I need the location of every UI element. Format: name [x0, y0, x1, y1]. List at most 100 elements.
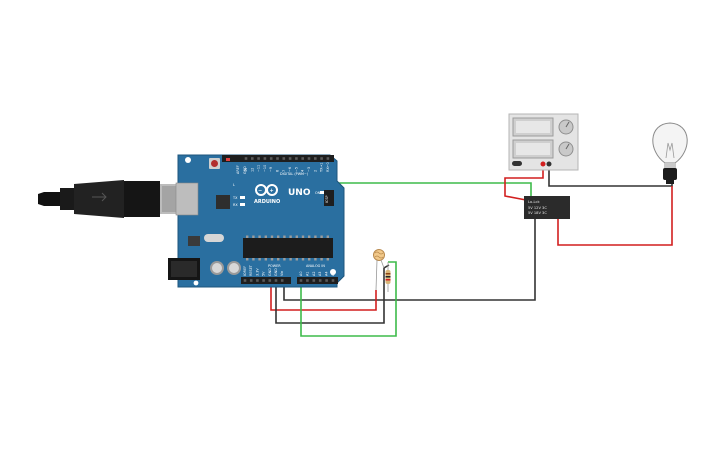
- header-pin[interactable]: [263, 157, 267, 160]
- digital-header[interactable]: [222, 155, 334, 162]
- pin-label: GND: [268, 268, 272, 276]
- wire-black-relay-to-gnd[interactable]: [283, 215, 536, 301]
- pin-label: RESET: [249, 264, 253, 276]
- supply-knob-current[interactable]: [558, 141, 574, 157]
- relay-line1: Lo-Lck: [528, 200, 540, 204]
- chip-leg: [314, 235, 317, 238]
- header-pin[interactable]: [262, 279, 265, 282]
- header-pin[interactable]: [269, 157, 273, 160]
- chip-leg: [320, 235, 323, 238]
- chip-leg: [277, 235, 280, 238]
- header-pin[interactable]: [326, 157, 330, 160]
- resistor-icon[interactable]: [385, 262, 391, 292]
- chip-leg: [246, 258, 249, 261]
- chip-leg: [301, 258, 305, 261]
- header-pin[interactable]: [249, 279, 253, 282]
- header-pin[interactable]: [325, 279, 328, 282]
- supply-knob-voltage[interactable]: [558, 119, 574, 135]
- chip-leg: [270, 235, 274, 238]
- chip-leg: [326, 235, 329, 238]
- header-pin[interactable]: [307, 157, 311, 160]
- chip-leg: [301, 235, 305, 238]
- pin-label: 3.3V: [255, 268, 259, 276]
- header-pin[interactable]: [299, 279, 303, 282]
- led-rx: [240, 203, 245, 206]
- pin-label: 13: [244, 168, 248, 172]
- usb-cable-icon[interactable]: [38, 180, 184, 218]
- header-pin[interactable]: [268, 279, 272, 282]
- pin-label: 2: [313, 170, 317, 172]
- tx-label: TX: [232, 196, 238, 200]
- supply-terminal-negative[interactable]: [546, 161, 552, 167]
- chip-leg: [295, 235, 298, 238]
- supply-terminal-positive[interactable]: [540, 161, 546, 167]
- led-on: [320, 191, 324, 194]
- svg-text:−: −: [258, 188, 262, 194]
- relay-line2: 5V 12V 3C: [528, 206, 547, 210]
- header-pin[interactable]: [251, 157, 254, 160]
- digital-label: DIGITAL (PWM~): [280, 172, 309, 176]
- l-label: L: [233, 183, 235, 187]
- header-pin[interactable]: [282, 157, 286, 160]
- header-pin[interactable]: [243, 279, 247, 282]
- usb-jack: [175, 182, 199, 216]
- chip-leg: [264, 258, 267, 261]
- chip-leg: [289, 235, 292, 238]
- pin-label: 5V: [262, 271, 266, 276]
- chip-leg: [270, 258, 274, 261]
- wires: [270, 163, 673, 337]
- pin-label: A1: [305, 272, 309, 276]
- pin-label: TX→1: [320, 163, 324, 173]
- chip-small: [216, 195, 230, 209]
- pin-label: RX←0: [326, 162, 330, 172]
- pin-label: 4: [301, 170, 305, 172]
- light-bulb-icon[interactable]: [652, 122, 688, 184]
- header-pin[interactable]: [256, 279, 259, 282]
- header-pin[interactable]: [314, 157, 317, 160]
- header-pin[interactable]: [280, 279, 284, 282]
- header-pin[interactable]: [244, 157, 248, 160]
- power-label: POWER: [268, 264, 281, 268]
- header-pin[interactable]: [301, 157, 304, 160]
- photoresistor-icon[interactable]: [373, 249, 385, 291]
- header-pin[interactable]: [288, 157, 292, 160]
- wire-red-5v-to-sensor[interactable]: [270, 280, 377, 311]
- wire-red-supply-to-relay[interactable]: [504, 165, 544, 201]
- capacitor: [210, 261, 224, 275]
- pin-label: 12: [250, 168, 254, 172]
- rx-label: RX: [233, 203, 238, 207]
- header-pin[interactable]: [306, 279, 309, 282]
- header-pin[interactable]: [331, 279, 335, 282]
- pin-label: ~5: [294, 167, 298, 172]
- header-pin[interactable]: [274, 279, 278, 282]
- wire-red-relay-to-bulb[interactable]: [557, 186, 673, 246]
- header-pin[interactable]: [312, 279, 316, 282]
- header-pin[interactable]: [320, 157, 323, 160]
- reset-button[interactable]: [209, 158, 220, 169]
- power-header[interactable]: [241, 277, 291, 284]
- wire-green-a0-to-sensor[interactable]: [300, 261, 397, 337]
- pin-label: ~9: [269, 167, 273, 172]
- icsp-label: ICSP: [325, 195, 329, 203]
- pin-label: ~11: [257, 165, 261, 172]
- atmega-chip: [243, 235, 333, 261]
- header-pin[interactable]: [276, 157, 279, 160]
- analog-header[interactable]: [297, 277, 338, 284]
- pin-label: ~6: [288, 167, 292, 172]
- power-supply-icon[interactable]: [508, 113, 579, 171]
- pin-label: A3: [318, 272, 322, 276]
- chip-leg: [326, 258, 329, 261]
- header-pin[interactable]: [318, 279, 322, 282]
- header-pin[interactable]: [257, 157, 260, 160]
- mount-hole: [193, 280, 199, 286]
- relay-icon[interactable]: Lo-Lck 5V 12V 3C 5V 18V 3C: [524, 196, 570, 219]
- chip-leg: [264, 235, 267, 238]
- arduino-board[interactable]: − + UNO ARDUINO DIGITAL (PWM~) POWER ANA…: [168, 154, 345, 288]
- mount-hole: [185, 157, 191, 163]
- header-pin[interactable]: [295, 157, 298, 160]
- led-l: [226, 158, 230, 161]
- wire-black-gnd-to-sensor[interactable]: [275, 264, 390, 324]
- supply-power-switch[interactable]: [512, 161, 522, 166]
- chip-leg: [252, 235, 255, 238]
